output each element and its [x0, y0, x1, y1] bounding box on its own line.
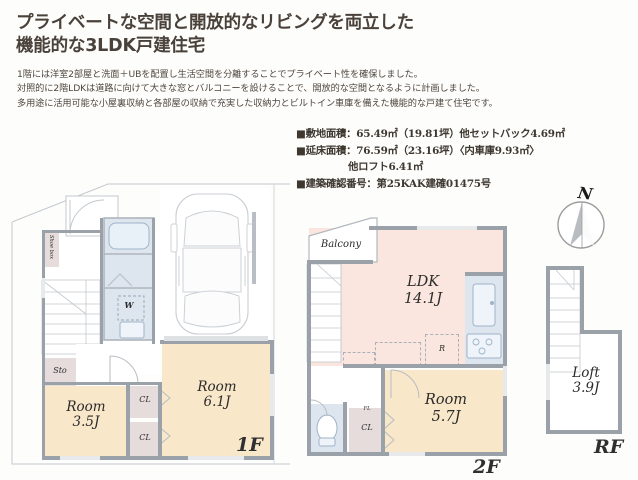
balcony-area	[308, 217, 378, 263]
first-floor-plan: Shoe box W	[11, 183, 290, 476]
wall-rf-mid	[580, 330, 622, 334]
wall-rf-left	[546, 266, 550, 434]
garage-post	[252, 212, 256, 284]
spec-loft-area: 他ロフト6.41㎡	[348, 161, 424, 173]
toilet-fixture-icon	[316, 414, 338, 447]
closet-2f	[349, 408, 385, 454]
floor-label-2f: 2F	[473, 456, 500, 478]
wall-1f-left	[42, 344, 45, 460]
fridge-space	[425, 334, 459, 366]
specifications-block: ■敷地面積：65.49㎡（19.81坪）他セットバック4.69㎡ ■延床面積：7…	[296, 126, 626, 192]
wall-1f-room-divider	[126, 384, 130, 460]
wall-rf-bottom	[546, 430, 622, 434]
window-2f-ldk-top	[417, 226, 477, 230]
room-2f-door-icon	[390, 369, 420, 399]
garage-shutter	[164, 336, 268, 341]
wall-2f-left	[307, 260, 311, 456]
wall-rf-right	[618, 330, 622, 434]
room-3-5j-area	[44, 386, 128, 458]
compass-rose: N	[556, 183, 608, 250]
compass-icon	[557, 201, 605, 249]
spec-floor-area: ■延床面積：76.59㎡（23.16坪）〈内車庫9.93㎡〉	[296, 144, 540, 157]
description-line-1: 1階には洋室2部屋と洗面＋UBを配置し生活空間を分離することでプライベート性を確…	[17, 69, 423, 80]
wall-1f-closet-right	[158, 382, 162, 460]
wall-1f-entry-top	[42, 230, 102, 233]
headline-line-1: プライベートな空間と開放的なリビングを両立した	[16, 13, 414, 33]
site-boundary	[11, 183, 290, 465]
hallway-2f	[309, 366, 385, 408]
wall-2f-toilet-right	[343, 402, 347, 456]
window-rf-left	[546, 364, 550, 400]
hall-door-icon	[109, 355, 139, 385]
wall-2f-kitchen-top	[465, 272, 507, 276]
staircase-1f	[41, 279, 101, 355]
window-2f-right	[503, 366, 507, 396]
closet-2f-door-icon	[382, 409, 395, 451]
spec-permit-number: ■建築確認番号：第25KAK建確01475号	[296, 177, 491, 190]
wall-1f-mid-horiz	[160, 340, 274, 344]
second-floor-plan: Balcony LDK 14.1J	[297, 216, 517, 478]
storage-sto	[44, 358, 76, 386]
floor-label-1f: 1F	[236, 434, 263, 456]
window-1f-room61	[188, 456, 244, 460]
kitchen-fixtures	[466, 283, 502, 359]
page-title: プライベートな空間と開放的なリビングを両立した 機能的な3LDK戸建住宅	[16, 12, 616, 58]
counter-dashed-zone	[375, 342, 421, 366]
staircase-rf	[547, 267, 581, 373]
hallway-1f	[76, 344, 128, 386]
room-6-1j-area	[162, 344, 272, 458]
window-1f-left	[42, 278, 45, 298]
description-line-2: 対照的に2階LDKは道路に向けて大きな窓とバルコニーを設けることで、開放的な空間…	[17, 83, 485, 95]
property-description: 1階には洋室2部屋と洗面＋UBを配置し生活空間を分離することでプライベート性を確…	[17, 68, 621, 111]
description-line-3: 多用途に活用可能な小屋裏収納と各部屋の収納で充実した収納力とビルトイン車庫を備え…	[17, 97, 498, 109]
wall-2f-ldk-divider	[343, 364, 507, 368]
car-icon	[170, 193, 254, 335]
wall-2f-balcony-bottom	[307, 260, 373, 264]
spec-site-area: ■敷地面積：65.49㎡（19.81坪）他セットバック4.69㎡	[296, 128, 565, 140]
window-2f-bottom	[389, 452, 425, 456]
closet-door-icons-1f	[157, 387, 171, 447]
wall-1f-wet-right	[152, 218, 155, 344]
toilet-door-icon	[310, 399, 328, 417]
closet-1f-upper	[130, 386, 160, 418]
wall-2f-right	[503, 226, 507, 456]
headline-line-2: 機能的な3LDK戸建住宅	[16, 36, 206, 56]
roof-floor-plan: Loft 3.9J RF	[532, 254, 636, 476]
staircase-2f	[306, 263, 342, 363]
wall-rf-stair-right	[580, 266, 584, 332]
wall-1f-room-top	[42, 382, 162, 385]
shoe-box	[43, 233, 59, 267]
window-1f-right	[270, 374, 274, 416]
floor-label-rf: RF	[594, 436, 624, 458]
room-5-7j-area	[385, 370, 507, 454]
closet-1f-lower	[130, 422, 160, 458]
bathroom-fixtures	[103, 217, 155, 341]
wall-1f-hall-right	[100, 218, 103, 344]
window-1f-room35	[60, 456, 100, 460]
wall-rf-top	[546, 266, 584, 270]
wall-2f-closet-right	[381, 366, 385, 456]
